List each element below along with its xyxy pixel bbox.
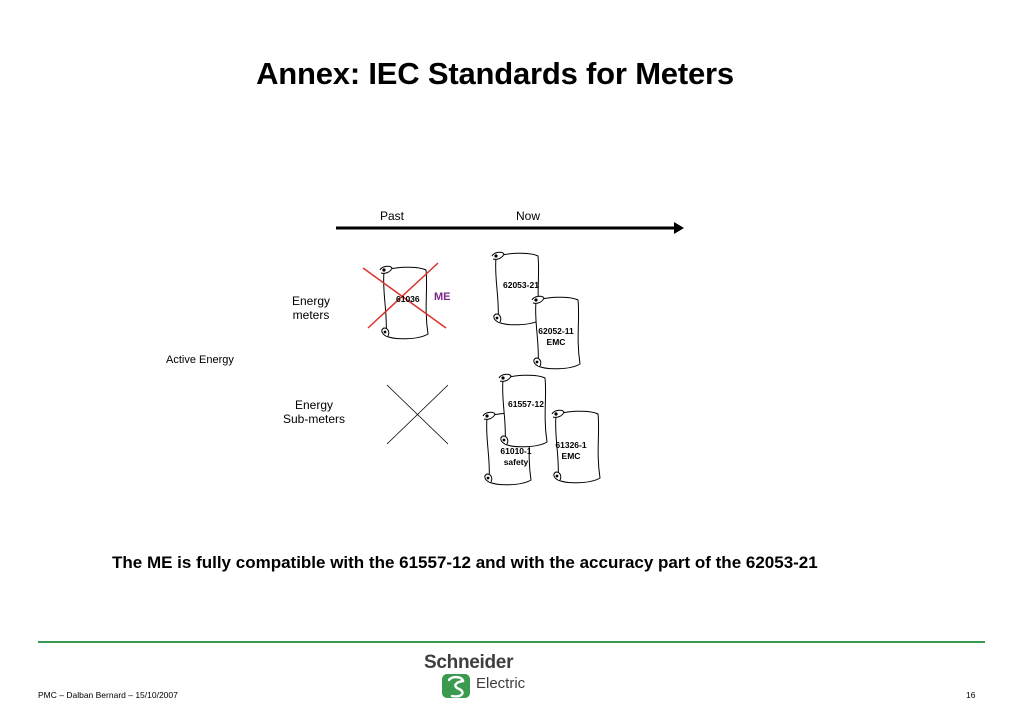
scroll-61326-1-label: 61326-1 EMC (555, 440, 587, 461)
row-label-energy-meters: Energy meters (291, 294, 331, 322)
compatibility-statement: The ME is fully compatible with the 6155… (112, 553, 818, 572)
red-cross-icon (362, 262, 447, 329)
page-number: 16 (966, 690, 976, 700)
slide-title: Annex: IEC Standards for Meters (256, 56, 734, 91)
me-tag: ME (434, 291, 451, 303)
scroll-61010-1-label: 61010-1 safety (500, 446, 532, 467)
logo-text-schneider: Schneider (424, 652, 514, 673)
scroll-61557-12 (498, 373, 548, 448)
scroll-62053-21-label: 62053-21 (503, 280, 539, 290)
category-label: Active Energy (166, 354, 234, 366)
scroll-62052-11-label: 62052-11 EMC (538, 326, 574, 347)
scroll-61557-12-label: 61557-12 (508, 399, 544, 409)
logo-text-electric: Electric (476, 675, 526, 692)
scroll-61036-label: 61036 (396, 294, 420, 304)
schneider-logo-icon (442, 674, 470, 698)
timeline-past-label: Past (380, 209, 405, 223)
footer-divider (38, 641, 985, 643)
row-label-energy-submeters: Energy Sub-meters (282, 398, 346, 426)
timeline-now-label: Now (516, 209, 541, 223)
footer-author-date: PMC – Dalban Bernard – 15/10/2007 (38, 690, 178, 700)
timeline-arrow (336, 222, 684, 234)
empty-cross-icon (386, 384, 449, 445)
